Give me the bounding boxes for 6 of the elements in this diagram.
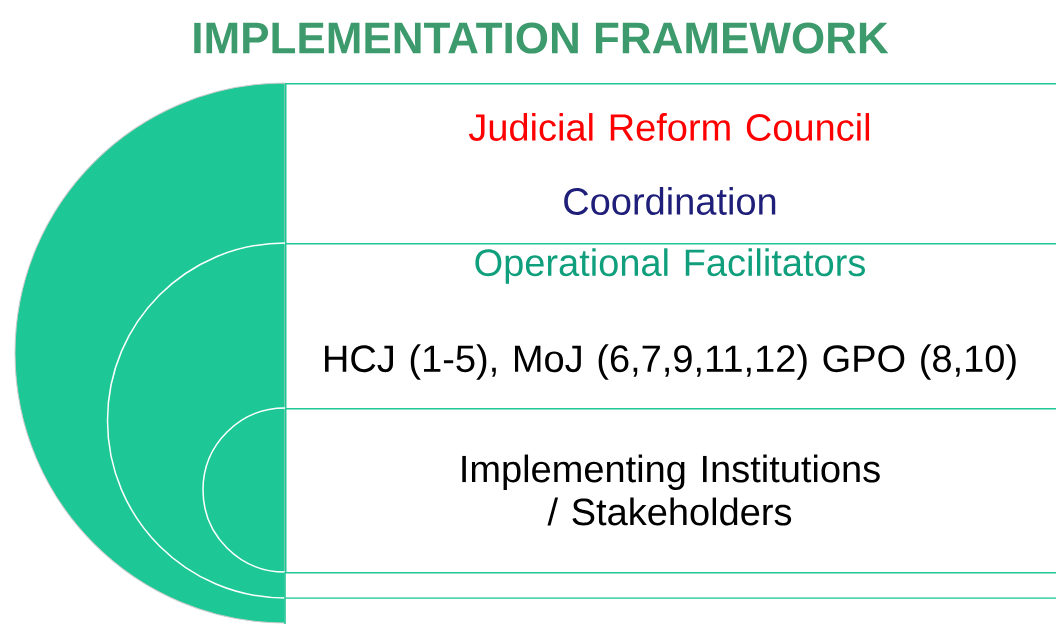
band-box: Implementing Institutions / Stakeholders [285, 408, 1056, 574]
band-box: Operational Facilitators HCJ (1-5), MoJ (6,7,9,11,12) GPO (8,10) [285, 243, 1056, 410]
title: IMPLEMENTATION FRAMEWORK [194, 22, 889, 54]
node-label: HCJ (1-5), MoJ (6,7,9,11,12) GPO (8,10) [325, 344, 1016, 380]
node-label: Operational Facilitators [475, 248, 865, 284]
band-box: Judicial Reform Council Coordination [285, 83, 1056, 245]
